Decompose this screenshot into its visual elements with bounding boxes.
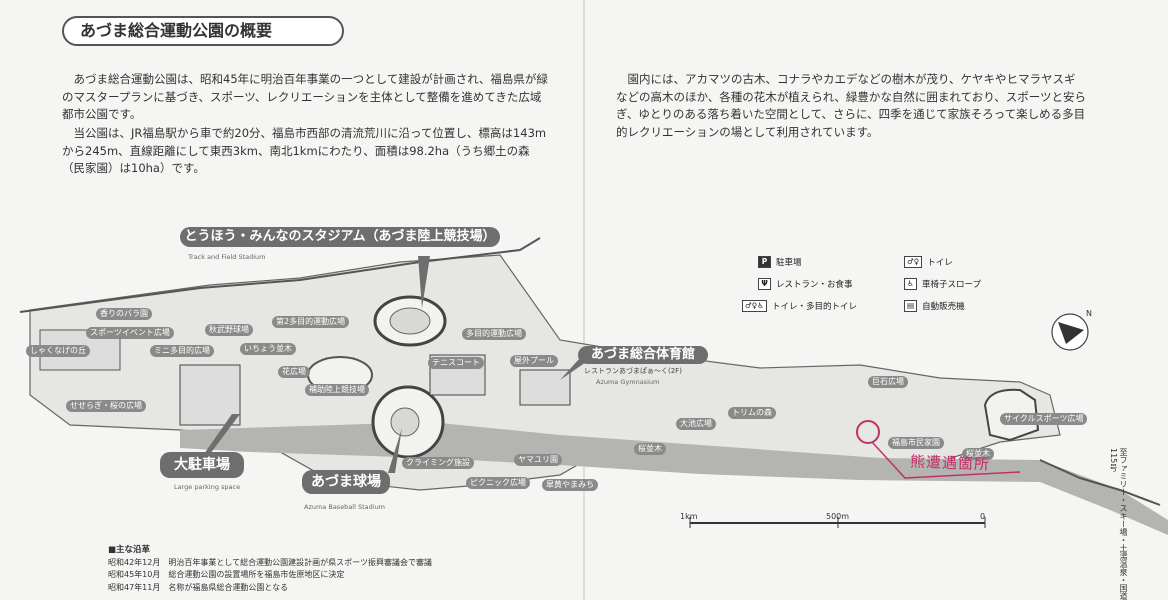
label-rose-garden: 香りのバラ園: [96, 308, 152, 320]
history-item: 昭和42年12月 明治百年事業として総合運動公園建設計画が県スポーツ振興審議会で…: [108, 557, 432, 567]
callout-pointer: [388, 428, 402, 473]
callout-stadium: とうほう・みんなのスタジアム（あづま陸上競技場）: [180, 227, 500, 247]
label-rhododendron-hill: しゃくなげの丘: [26, 345, 90, 357]
park-map-drawing: N: [19, 237, 1168, 535]
road: [1039, 459, 1161, 506]
page-title: あづま総合運動公園の概要: [62, 16, 344, 46]
legend-ramp-label: 車椅子スロープ: [922, 280, 981, 290]
vending-machine-icon: ▤: [904, 300, 918, 312]
scale-label-1km: 1km: [680, 512, 698, 521]
label-giant-rock-plaza: 巨石広場: [868, 376, 908, 388]
label-cherry-avenue: 桜並木: [634, 443, 666, 455]
label-yamayuri-garden: ヤマユリ園: [514, 454, 562, 466]
gym-en-label: Azuma Gymnasium: [596, 378, 660, 386]
label-cherry-avenue-east: 桜並木: [962, 448, 994, 460]
history-item: 昭和47年11月 名称が福島県総合運動公園となる: [108, 582, 289, 592]
page-fold: [583, 0, 585, 600]
legend-accessible-label: トイレ・多目的トイレ: [771, 302, 857, 312]
restaurant-icon: Ψ: [758, 278, 771, 290]
parking-en-label: Large parking space: [174, 483, 241, 491]
wheelchair-ramp-icon: ♿: [904, 278, 917, 290]
history-heading: ■主な沿革: [108, 545, 151, 555]
handwritten-note: 熊遭遇箇所: [909, 452, 991, 474]
legend-restaurant: Ψ レストラン・お食事: [758, 278, 853, 290]
legend-parking-label: 駐車場: [776, 258, 802, 268]
map-legend: P 駐車場 ♂♀ トイレ Ψ レストラン・お食事 ♿ 車椅子スロープ ♂♀♿ ト…: [742, 256, 1008, 324]
gym-block: [519, 369, 571, 406]
legend-restaurant-label: レストラン・お食事: [776, 280, 853, 290]
label-akitake-baseball-field: 秋武野球場: [205, 324, 253, 336]
label-satsuki-path: 皐黄やまみち: [542, 479, 598, 491]
label-multipurpose-field: 多目的運動広場: [462, 328, 526, 340]
label-fukushima-minkaen: 福島市民家園: [888, 437, 944, 449]
history-item: 昭和45年10月 総合運動公園の設置場所を福島市佐原地区に決定: [108, 570, 345, 579]
callout-baseball: あづま球場: [302, 470, 390, 494]
annotation-circle: [856, 420, 880, 444]
scale-label-500m: 500m: [826, 512, 850, 521]
baseball-infield: [390, 407, 420, 437]
stadium-en-label: Track and Field Stadium: [188, 253, 266, 261]
annotation-line: [871, 441, 1021, 479]
label-2nd-multipurpose-field: 第2多目的運動広場: [272, 316, 350, 328]
scale-label-0: 0: [980, 512, 986, 521]
intro-paragraph-3: 園内には、アカマツの古木、コナラやカエデなどの樹木が茂り、ケヤキやヒマラヤスギな…: [616, 72, 1086, 139]
history-section: ■主な沿革 昭和42年12月 明治百年事業として総合運動公園建設計画が県スポーツ…: [108, 544, 432, 594]
label-mini-multipurpose-plaza: ミニ多目的広場: [150, 345, 214, 357]
compass-arrow: [1058, 322, 1084, 344]
callout-pointer: [418, 256, 430, 308]
label-tennis-court: テニスコート: [428, 357, 484, 369]
label-outdoor-pool: 屋外プール: [510, 355, 558, 367]
callout-large-parking: 大駐車場: [160, 452, 244, 478]
parking-block: [179, 364, 241, 426]
intro-paragraph-1: あづま総合運動公園は、昭和45年に明治百年事業の一つとして建設が計画され、福島県…: [62, 72, 548, 122]
road-direction-label: 至ファミリー・スキー場・土湯温泉・国道115号: [1109, 448, 1128, 600]
parking-icon: P: [758, 256, 771, 268]
road: [19, 237, 541, 313]
toilet-icon: ♂♀: [904, 256, 923, 268]
label-ginkgo-avenue: いちょう並木: [240, 343, 296, 355]
label-big-pond-plaza: 大池広場: [676, 418, 716, 430]
accessible-toilet-icon: ♂♀♿: [742, 300, 767, 312]
park-map: N とうほう・みんなのスタジアム（あづま陸上競技場） Track and Fie…: [0, 190, 1168, 590]
intro-paragraph-2: 当公園は、JR福島駅から車で約20分、福島市西部の清流荒川に沿って位置し、標高は…: [62, 126, 547, 176]
callout-gym: あづま総合体育館: [578, 346, 708, 364]
gym-sub-label: レストランあづまぱぁ～く(2F): [584, 367, 682, 375]
legend-toilet-label: トイレ: [927, 258, 953, 268]
label-climbing-facility: クライミング施設: [402, 457, 474, 469]
label-auxiliary-track: 補助陸上競技場: [305, 384, 369, 396]
label-cycle-sports-plaza: サイクルスポーツ広場: [1000, 413, 1088, 425]
stadium-field: [389, 307, 431, 335]
label-seseragi-sakura-plaza: せせらぎ・桜の広場: [66, 400, 146, 412]
label-trim-forest: トリムの森: [728, 407, 776, 419]
compass-north: N: [1086, 309, 1092, 318]
legend-toilet: ♂♀ トイレ: [904, 256, 953, 268]
legend-accessible-toilet: ♂♀♿ トイレ・多目的トイレ: [742, 300, 857, 312]
callout-pointer: [204, 414, 240, 454]
label-sports-event-plaza: スポーツイベント広場: [86, 327, 174, 339]
legend-ramp: ♿ 車椅子スロープ: [904, 278, 981, 290]
legend-parking: P 駐車場: [758, 256, 802, 268]
label-picnic-plaza: ピクニック広場: [466, 477, 530, 489]
legend-vending-label: 自動販売機: [922, 302, 965, 312]
baseball-en-label: Azuma Baseball Stadium: [304, 503, 386, 511]
label-flower-plaza: 花広場: [278, 366, 310, 378]
legend-vending: ▤ 自動販売機: [904, 300, 965, 312]
